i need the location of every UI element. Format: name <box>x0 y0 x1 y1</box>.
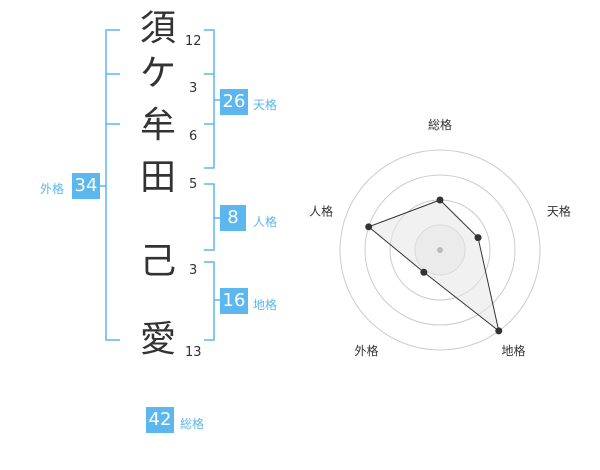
tenkaku-badge: 26 <box>220 89 248 115</box>
chikaku-badge: 16 <box>220 288 248 314</box>
chikaku-label: 地格 <box>253 298 278 312</box>
radar-axis-label-2: 天格 <box>547 203 571 218</box>
radar-point-2 <box>474 234 482 242</box>
radar-ring-3 <box>364 174 516 326</box>
name-char-2: ケ <box>139 53 176 94</box>
radar-point-5 <box>365 223 373 231</box>
stroke-count-4: 5 <box>189 177 198 192</box>
radar-point-1 <box>436 196 444 204</box>
radar-ring-4 <box>339 149 541 351</box>
radar-axis-label-3: 地格 <box>501 343 525 358</box>
name-char-6: 愛 <box>139 319 176 360</box>
stroke-count-3: 6 <box>189 129 198 144</box>
name-char-3: 牟 <box>139 105 176 146</box>
jinkaku-badge: 8 <box>220 205 246 231</box>
radar-axis-label-4: 外格 <box>355 343 379 358</box>
radar-point-3 <box>495 327 503 335</box>
gaikaku-label: 外格 <box>40 182 65 196</box>
radar-point-4 <box>420 268 428 276</box>
jinkaku-bracket <box>204 183 215 251</box>
soukaku-label: 総格 <box>180 417 205 431</box>
radar-center-dot <box>437 247 443 253</box>
stroke-count-6: 13 <box>185 345 202 360</box>
stroke-count-1: 12 <box>185 34 202 49</box>
tenkaku-label: 天格 <box>253 98 278 112</box>
jinkaku-label: 人格 <box>253 215 278 229</box>
stroke-count-5: 3 <box>189 263 198 278</box>
gaikaku-bracket <box>105 29 120 341</box>
radar-axis-label-1: 総格 <box>428 117 452 132</box>
chikaku-bracket <box>204 261 215 341</box>
name-char-5: 己 <box>139 241 176 282</box>
stroke-count-2: 3 <box>189 81 198 96</box>
soukaku-badge: 42 <box>146 407 174 433</box>
name-char-1: 須 <box>139 8 176 49</box>
name-char-4: 田 <box>139 157 176 198</box>
gaikaku-badge: 34 <box>72 173 100 199</box>
radar-axis-label-5: 人格 <box>309 203 333 218</box>
radar-polygon <box>367 199 500 333</box>
tenkaku-bracket <box>204 29 215 169</box>
